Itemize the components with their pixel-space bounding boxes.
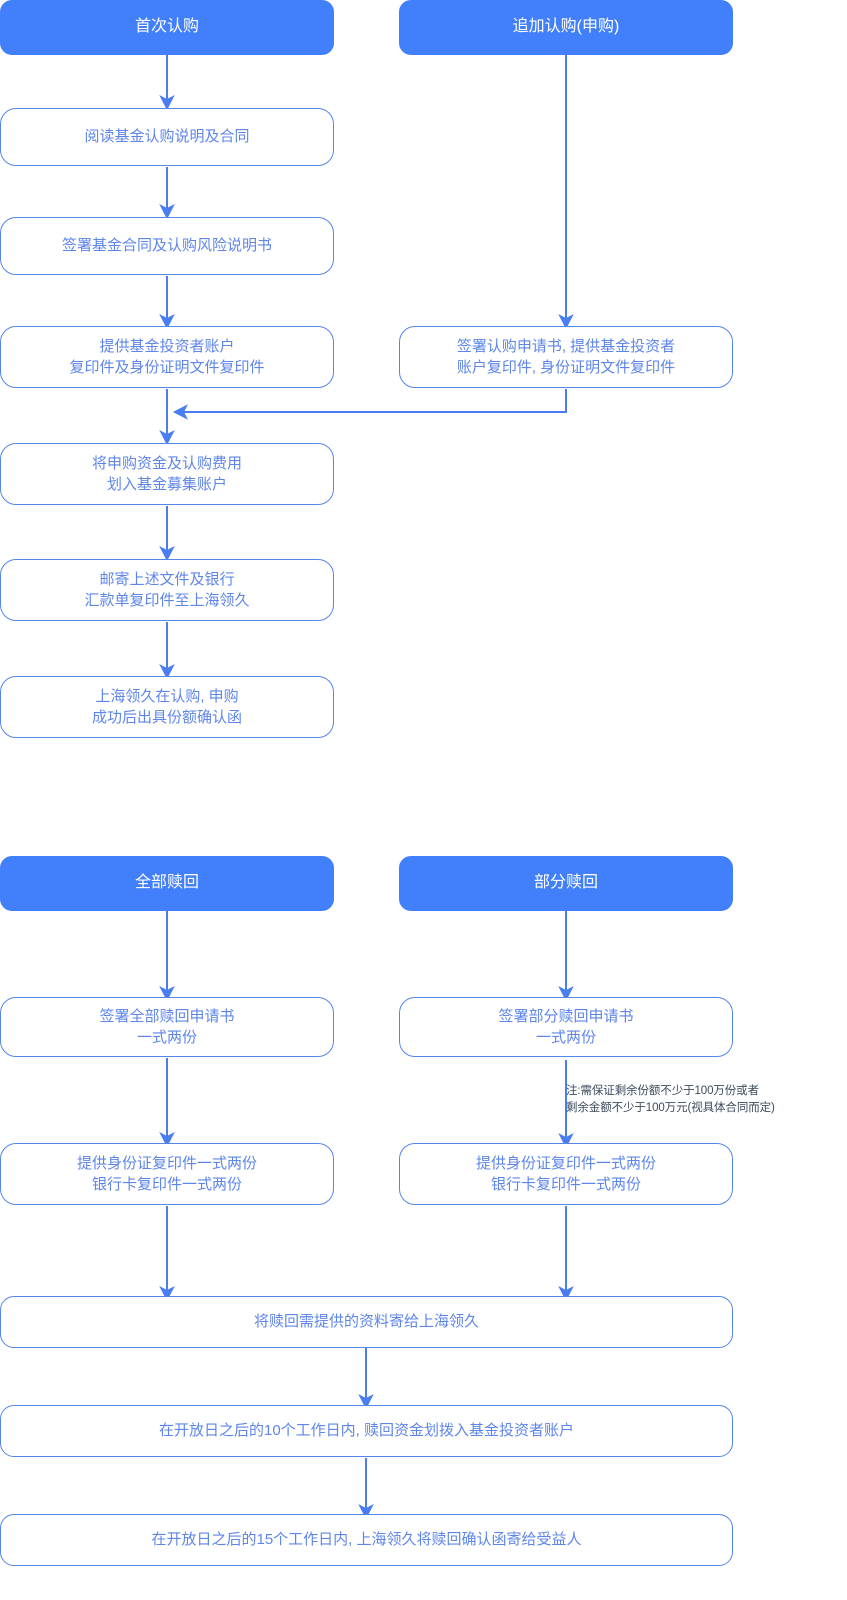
node-transfer-funds[interactable]: 将申购资金及认购费用 划入基金募集账户 xyxy=(0,443,334,505)
node-label: 签署认购申请书, 提供基金投资者 账户复印件, 身份证明文件复印件 xyxy=(456,337,676,376)
node-mail-redemption-materials[interactable]: 将赎回需提供的资料寄给上海领久 xyxy=(0,1296,733,1348)
node-label: 将赎回需提供的资料寄给上海领久 xyxy=(253,1313,479,1331)
node-full-redemption[interactable]: 全部赎回 xyxy=(0,856,334,911)
node-label: 首次认购 xyxy=(134,18,199,36)
node-provide-id-copies-right[interactable]: 提供身份证复印件一式两份 银行卡复印件一式两份 xyxy=(399,1143,733,1205)
node-label: 提供身份证复印件一式两份 银行卡复印件一式两份 xyxy=(475,1154,656,1193)
node-label: 在开放日之后的10个工作日内, 赎回资金划拨入基金投资者账户 xyxy=(158,1422,575,1440)
node-mail-documents[interactable]: 邮寄上述文件及银行 汇款单复印件至上海领久 xyxy=(0,559,334,621)
node-label: 上海领久在认购, 申购 成功后出具份额确认函 xyxy=(91,687,242,726)
node-confirmation-letter[interactable]: 上海领久在认购, 申购 成功后出具份额确认函 xyxy=(0,676,334,738)
node-label: 签署部分赎回申请书 一式两份 xyxy=(498,1007,634,1046)
node-provide-account-left[interactable]: 提供基金投资者账户 复印件及身份证明文件复印件 xyxy=(0,326,334,388)
node-read-prospectus[interactable]: 阅读基金认购说明及合同 xyxy=(0,108,334,166)
node-label: 在开放日之后的15个工作日内, 上海领久将赎回确认函寄给受益人 xyxy=(151,1531,582,1549)
connector-merge-right-to-left xyxy=(172,389,567,420)
node-partial-redemption[interactable]: 部分赎回 xyxy=(399,856,733,911)
node-label: 邮寄上述文件及银行 汇款单复印件至上海领久 xyxy=(84,570,250,609)
node-label: 提供基金投资者账户 复印件及身份证明文件复印件 xyxy=(69,337,265,376)
node-redemption-funds-transfer[interactable]: 在开放日之后的10个工作日内, 赎回资金划拨入基金投资者账户 xyxy=(0,1405,733,1457)
node-first-subscription[interactable]: 首次认购 xyxy=(0,0,334,55)
node-label: 全部赎回 xyxy=(134,874,199,892)
partial-redemption-note: 注:需保证剩余份额不少于100万份或者 剩余金额不少于100万元(视具体合同而定… xyxy=(566,1085,775,1114)
node-provide-id-copies-left[interactable]: 提供身份证复印件一式两份 银行卡复印件一式两份 xyxy=(0,1143,334,1205)
node-label: 部分赎回 xyxy=(533,874,598,892)
node-label: 提供身份证复印件一式两份 银行卡复印件一式两份 xyxy=(76,1154,257,1193)
node-label: 阅读基金认购说明及合同 xyxy=(84,128,250,146)
node-redemption-confirmation-letter[interactable]: 在开放日之后的15个工作日内, 上海领久将赎回确认函寄给受益人 xyxy=(0,1514,733,1566)
node-sign-contract[interactable]: 签署基金合同及认购风险说明书 xyxy=(0,217,334,275)
node-additional-subscription[interactable]: 追加认购(申购) xyxy=(399,0,733,55)
node-label: 签署基金合同及认购风险说明书 xyxy=(61,237,272,255)
node-sign-full-redemption-form[interactable]: 签署全部赎回申请书 一式两份 xyxy=(0,997,334,1057)
node-label: 将申购资金及认购费用 划入基金募集账户 xyxy=(91,454,242,493)
node-sign-partial-redemption-form[interactable]: 签署部分赎回申请书 一式两份 xyxy=(399,997,733,1057)
node-label: 签署全部赎回申请书 一式两份 xyxy=(99,1007,235,1046)
node-label: 追加认购(申购) xyxy=(512,18,620,36)
node-sign-application-right[interactable]: 签署认购申请书, 提供基金投资者 账户复印件, 身份证明文件复印件 xyxy=(399,326,733,388)
